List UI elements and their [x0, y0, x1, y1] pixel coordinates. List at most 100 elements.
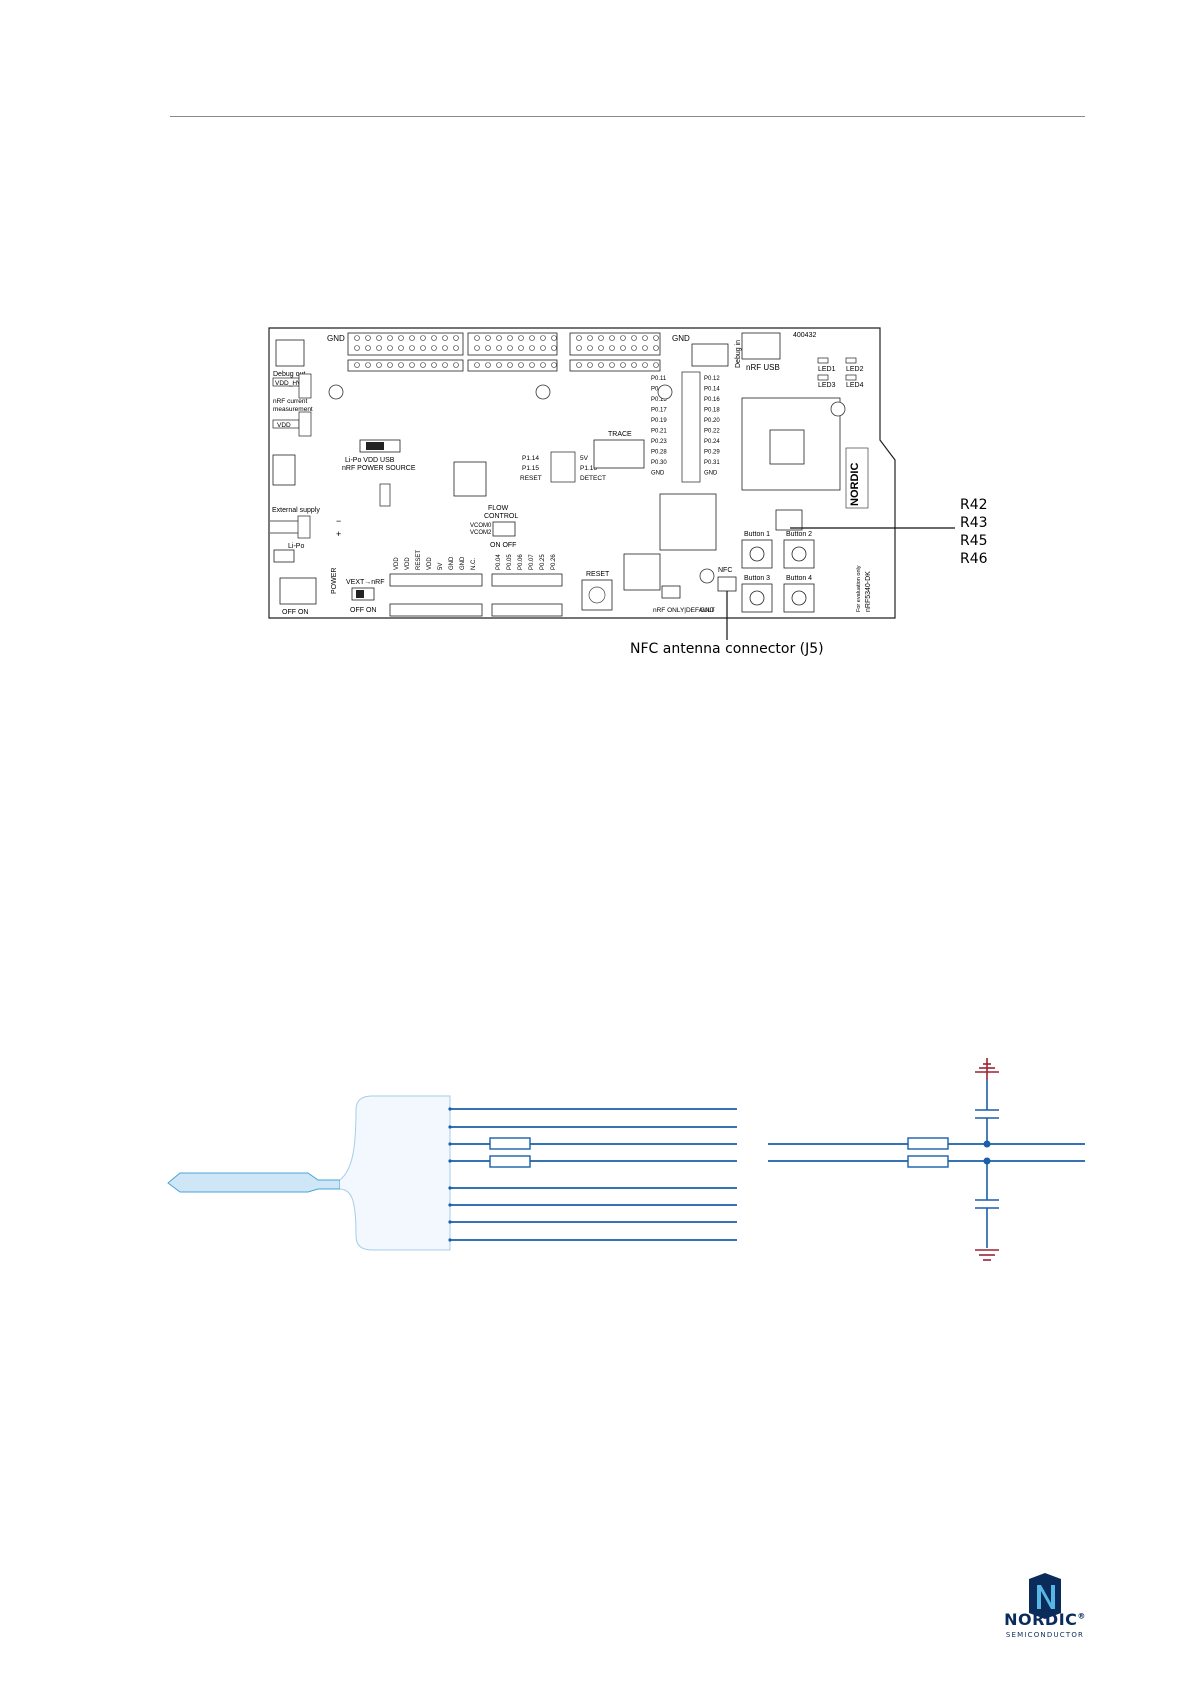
header-gnd-label: GND — [327, 334, 345, 343]
header-pin — [540, 335, 546, 341]
header-pin — [576, 362, 582, 368]
header-pin — [409, 345, 415, 351]
header-pin — [409, 335, 415, 341]
header-pin — [365, 362, 371, 368]
power-source-options-label: Li-Po VDD USB — [345, 457, 395, 464]
header-pin — [420, 345, 426, 351]
tuning-capacitors — [975, 1080, 999, 1248]
header-pin — [587, 362, 593, 368]
nrf-only-switch — [661, 585, 681, 599]
debug-in-connector — [691, 343, 729, 367]
ic-u5 — [453, 461, 487, 497]
led4-label: LED4 — [846, 382, 864, 389]
right-pin-label: GND — [651, 471, 665, 477]
right-pins-right-labels: P0.12P0.14P0.16P0.18P0.20P0.22P0.24P0.29… — [704, 376, 720, 477]
right-pin-label: P0.16 — [704, 397, 720, 403]
right-pin-label: P0.17 — [651, 408, 667, 414]
debug-out-label: Debug out — [273, 371, 305, 378]
header-pin — [485, 345, 491, 351]
header-pin — [540, 345, 546, 351]
nrf-usb-label: nRF USB — [746, 363, 780, 372]
dk-name-label: nRF5340-DK — [865, 571, 872, 612]
header-pin — [587, 345, 593, 351]
resistor-label: R42 — [960, 497, 988, 513]
header-pin — [354, 345, 360, 351]
trace-label: TRACE — [608, 431, 632, 438]
header-pin — [387, 335, 393, 341]
bottom-pin-label: GND — [460, 556, 466, 570]
power-switch — [279, 577, 317, 605]
header-pin — [431, 362, 437, 368]
header-pin — [474, 335, 480, 341]
header-pin — [442, 362, 448, 368]
ground-symbols — [975, 1058, 999, 1261]
header-pin — [453, 335, 459, 341]
header-pin — [485, 362, 491, 368]
nrf-only-default-label: nRF ONLY|DEFAULT — [653, 607, 715, 614]
5v-label: 5V — [580, 455, 589, 462]
bottom-pin-label: P0.04 — [496, 554, 502, 570]
resistor-label: R45 — [960, 533, 988, 549]
header-rule — [170, 116, 1085, 117]
right-pin-label: P0.21 — [651, 429, 667, 435]
header-pin — [496, 345, 502, 351]
header-pin — [474, 362, 480, 368]
header-pin — [620, 362, 626, 368]
nfc-connector-j5 — [717, 576, 737, 592]
header-pin — [631, 362, 637, 368]
ic-interface-mcu — [659, 493, 717, 551]
evaluation-label: For evaluation only — [856, 565, 862, 612]
right-pin-label: P0.11 — [651, 376, 667, 382]
header-pin — [507, 345, 513, 351]
top-header-pins — [354, 335, 659, 368]
header-pin — [598, 335, 604, 341]
led2-label: LED2 — [846, 366, 864, 373]
ic-u7 — [775, 509, 803, 531]
bottom-header-analog — [491, 573, 563, 587]
header-pin — [529, 335, 535, 341]
header-pin — [496, 362, 502, 368]
header-pin — [354, 335, 360, 341]
bottom-pin-label: P0.05 — [507, 554, 513, 570]
header-pin — [631, 335, 637, 341]
header-pin — [518, 362, 524, 368]
header-pin — [642, 362, 648, 368]
bottom-pin-label: VDD — [405, 557, 411, 570]
right-pin-label: P0.23 — [651, 439, 667, 445]
header-pin — [496, 335, 502, 341]
right-pin-label: P0.20 — [704, 418, 720, 424]
header-pin — [576, 345, 582, 351]
button4-label: Button 4 — [786, 575, 812, 582]
header-pin — [529, 345, 535, 351]
bottom-pin-label: P0.25 — [540, 554, 546, 570]
header-pin — [420, 335, 426, 341]
header-pin — [642, 345, 648, 351]
nfc-schematic-figure — [167, 1058, 1085, 1261]
power-label: POWER — [331, 568, 338, 594]
vdd-hv-label: VDD_HV — [275, 380, 302, 387]
bottom-pin-label: VDD — [427, 557, 433, 570]
header-pin — [518, 345, 524, 351]
header-pin — [653, 362, 659, 368]
user-buttons — [741, 539, 815, 613]
header-pin — [442, 345, 448, 351]
resistor-label: R46 — [960, 551, 988, 567]
right-pin-label: P0.12 — [704, 376, 720, 382]
led3-label: LED3 — [818, 382, 836, 389]
power-source-label: nRF POWER SOURCE — [342, 465, 416, 472]
bottom-pin-label: N.C. — [471, 558, 477, 570]
bottom-pin-label: P0.26 — [551, 554, 557, 570]
bottom-pin-label: 5V — [438, 563, 444, 570]
header-pin — [354, 362, 360, 368]
right-pin-label: P0.14 — [704, 387, 720, 393]
header-pin — [653, 335, 659, 341]
led1-label: LED1 — [818, 366, 836, 373]
vcom0-label: VCOM0 — [470, 523, 492, 529]
right-pin-label: P0.24 — [704, 439, 720, 445]
measurement-label: measurement — [273, 406, 313, 413]
header-pin — [409, 362, 415, 368]
right-pin-label: P0.29 — [704, 450, 720, 456]
debug-out-connector — [275, 339, 305, 367]
right-pin-label: P0.30 — [651, 460, 667, 466]
